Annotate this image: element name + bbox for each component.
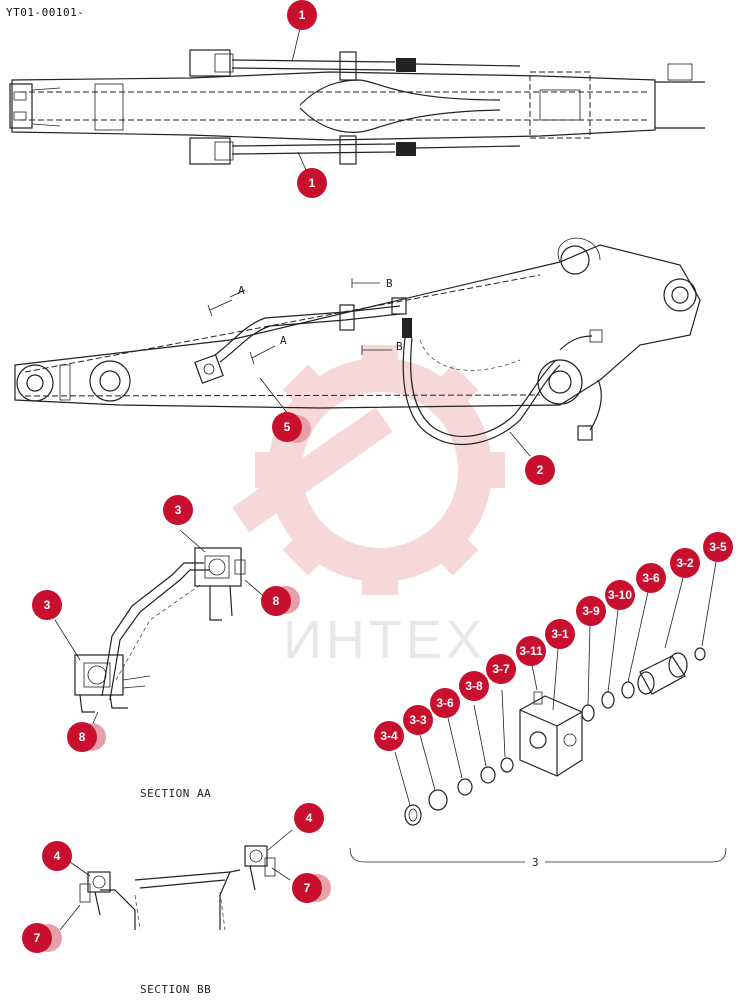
callout-3-upper[interactable]: 3 (163, 495, 193, 525)
callout-3-4[interactable]: 3-4 (374, 721, 404, 751)
section-aa-view: SECTION AA (54, 529, 269, 800)
svg-text:8: 8 (273, 594, 280, 608)
svg-text:3: 3 (175, 503, 182, 517)
callout-3-11[interactable]: 3-11 (516, 636, 546, 666)
section-bb-label: SECTION BB (140, 983, 211, 996)
callout-5[interactable]: 5 (272, 412, 311, 443)
watermark-logo: ИНТЕХ (232, 345, 505, 670)
svg-text:4: 4 (306, 811, 313, 825)
svg-text:3-1: 3-1 (551, 627, 569, 641)
callout-1-top[interactable]: 1 (287, 0, 317, 30)
svg-text:3-6: 3-6 (436, 696, 454, 710)
svg-text:3-3: 3-3 (409, 713, 427, 727)
callout-3-3[interactable]: 3-3 (403, 705, 433, 735)
section-marker-a1: A (238, 284, 245, 297)
boom-side-view: A A B B (14, 237, 701, 457)
callout-3-lower[interactable]: 3 (32, 590, 62, 620)
callout-3-2[interactable]: 3-2 (670, 548, 700, 578)
svg-text:1: 1 (299, 8, 306, 22)
svg-text:3-4: 3-4 (380, 729, 398, 743)
watermark-text: ИНТЕХ (283, 610, 486, 670)
callout-3-1[interactable]: 3-1 (545, 619, 575, 649)
callouts: 1 1 5 2 3 8 3 8 4 4 7 7 3-5 3-2 3-6 3-10… (22, 0, 733, 953)
svg-text:3: 3 (44, 598, 51, 612)
section-aa-label: SECTION AA (140, 787, 211, 800)
callout-1-bottom[interactable]: 1 (297, 168, 327, 198)
svg-text:5: 5 (284, 420, 291, 434)
callout-4-left[interactable]: 4 (42, 841, 72, 871)
svg-text:3-2: 3-2 (676, 556, 694, 570)
svg-text:4: 4 (54, 849, 61, 863)
callout-2[interactable]: 2 (525, 455, 555, 485)
assembly-3-exploded: 3 (349, 561, 727, 869)
section-bb-view: SECTION BB (59, 829, 293, 996)
callout-7-right[interactable]: 7 (292, 873, 331, 903)
svg-text:3-8: 3-8 (465, 679, 483, 693)
svg-text:3-6: 3-6 (642, 571, 660, 585)
callout-4-right[interactable]: 4 (294, 803, 324, 833)
callout-3-8[interactable]: 3-8 (459, 671, 489, 701)
callout-8-lower[interactable]: 8 (67, 722, 106, 752)
svg-text:3-7: 3-7 (492, 662, 510, 676)
svg-text:2: 2 (537, 463, 544, 477)
document-code: YT01-00101- (6, 6, 85, 19)
boom-top-view (9, 27, 705, 171)
svg-text:3-11: 3-11 (519, 644, 543, 658)
section-marker-b2: B (396, 340, 403, 353)
assembly-3-label: 3 (532, 856, 539, 869)
callout-3-9[interactable]: 3-9 (576, 596, 606, 626)
svg-text:7: 7 (34, 931, 41, 945)
svg-text:8: 8 (79, 730, 86, 744)
svg-text:3-5: 3-5 (709, 540, 727, 554)
section-marker-b1: B (386, 277, 393, 290)
svg-text:1: 1 (309, 176, 316, 190)
svg-text:3-10: 3-10 (608, 588, 632, 602)
callout-3-6-lower[interactable]: 3-6 (430, 688, 460, 718)
callout-3-6-upper[interactable]: 3-6 (636, 563, 666, 593)
callout-3-7[interactable]: 3-7 (486, 654, 516, 684)
callout-7-left[interactable]: 7 (22, 923, 62, 953)
callout-3-10[interactable]: 3-10 (605, 580, 635, 610)
svg-text:7: 7 (304, 881, 311, 895)
callout-3-5[interactable]: 3-5 (703, 532, 733, 562)
svg-text:3-9: 3-9 (582, 604, 600, 618)
callout-8-upper[interactable]: 8 (261, 586, 300, 616)
section-marker-a2: A (280, 334, 287, 347)
